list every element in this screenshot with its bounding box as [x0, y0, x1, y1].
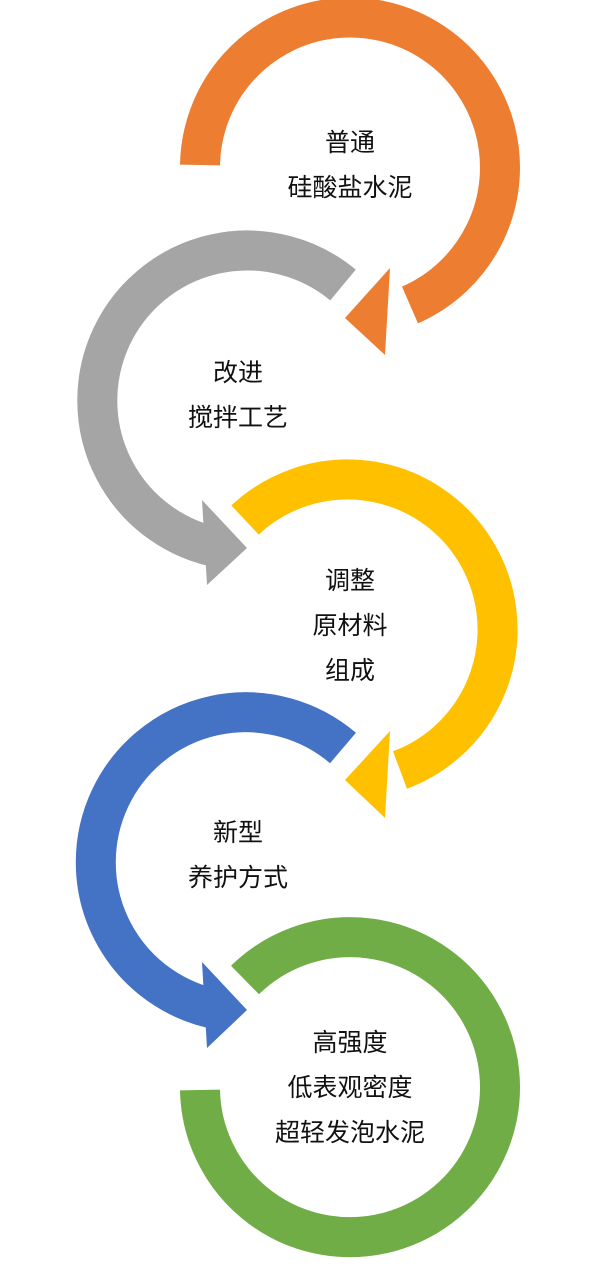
step-1-arc: [180, 0, 520, 324]
step-2-arrowhead: [202, 500, 247, 585]
step-3-line-2: 原材料: [312, 611, 388, 640]
step-3-label: 调整 原材料 组成: [250, 558, 450, 693]
step-3-arrowhead: [345, 731, 390, 818]
step-1-arrowhead: [345, 268, 390, 355]
step-2-arc-arrow: [77, 230, 356, 585]
step-3-arc-arrow: [231, 459, 518, 818]
step-5-label: 高强度 低表观密度 超轻发泡水泥: [240, 1020, 460, 1155]
step-1-line-1: 普通: [324, 128, 375, 157]
step-5-line-2: 低表观密度: [287, 1073, 413, 1102]
step-2-label: 改进 搅拌工艺: [138, 350, 338, 440]
step-4-line-1: 新型: [212, 818, 263, 847]
step-3-arc: [231, 459, 518, 789]
step-3-line-1: 调整: [324, 566, 375, 595]
step-2-arc: [77, 230, 356, 568]
step-5-line-3: 超轻发泡水泥: [274, 1118, 425, 1147]
step-1-label: 普通 硅酸盐水泥: [250, 120, 450, 210]
step-1-line-2: 硅酸盐水泥: [287, 173, 413, 202]
step-4-label: 新型 养护方式: [138, 810, 338, 900]
step-4-line-2: 养护方式: [187, 863, 288, 892]
step-2-line-1: 改进: [212, 358, 263, 387]
step-5-arc-path: [180, 917, 520, 1258]
step-3-line-3: 组成: [324, 656, 375, 685]
step-5-line-1: 高强度: [312, 1028, 388, 1057]
step-4-arrowhead: [202, 962, 247, 1048]
step-5-arc: [180, 917, 520, 1258]
step-1-arc-arrow: [180, 0, 520, 355]
step-2-line-2: 搅拌工艺: [187, 403, 288, 432]
step-4-arc-arrow: [75, 692, 356, 1048]
step-4-arc: [75, 692, 356, 1030]
